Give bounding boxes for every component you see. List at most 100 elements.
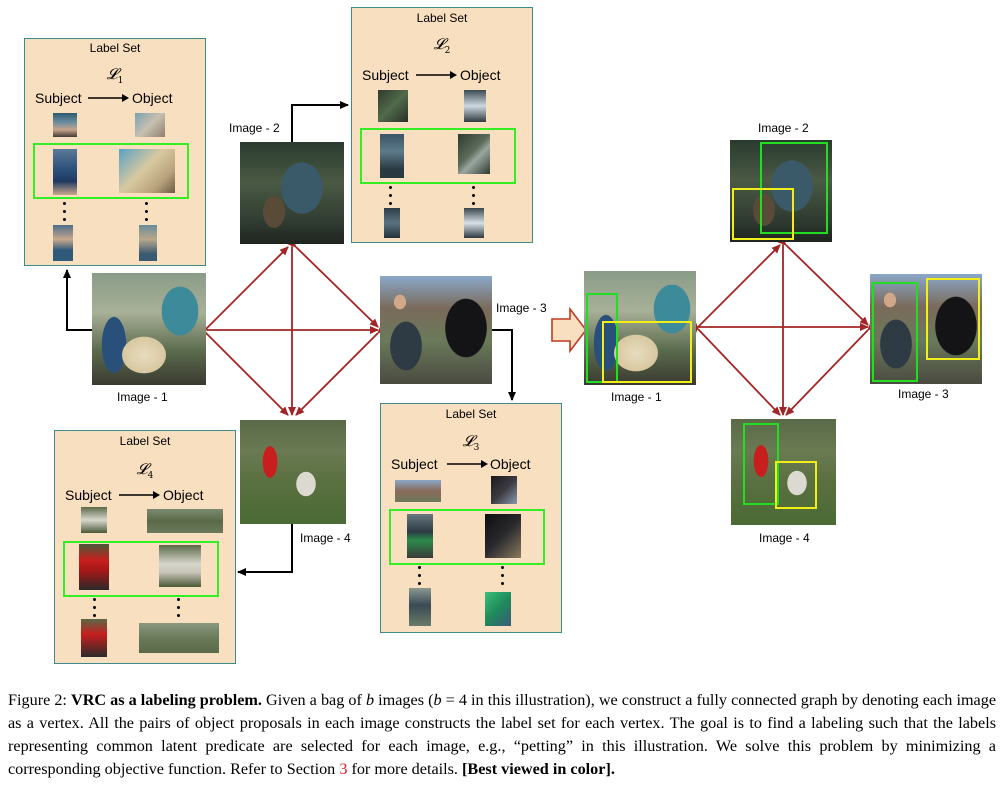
- selected-label-box: [389, 509, 545, 565]
- label-set-1: Label Set 𝓛1 Subject Object: [24, 38, 206, 266]
- subject-thumb: [380, 134, 404, 178]
- connector-image2-labelset2: [291, 101, 349, 143]
- object-bounding-box: [926, 278, 980, 360]
- image-label: Image - 4: [300, 531, 351, 545]
- figure-number: Figure 2:: [8, 691, 67, 709]
- figure-connectors: [63, 101, 877, 576]
- label-set-title: Label Set: [416, 11, 468, 25]
- edge-1-4: [196, 323, 289, 416]
- subject-thumb: [53, 149, 77, 195]
- subject-thumb: [407, 514, 433, 558]
- photo-image-2: [240, 142, 344, 244]
- caption-note: [Best viewed in color].: [462, 760, 615, 778]
- connector-image1-labelset1: [63, 269, 92, 331]
- image-label: Image - 4: [759, 531, 810, 545]
- label-set-symbol: 𝓛3: [462, 432, 480, 453]
- subject-heading: Subject: [65, 487, 112, 503]
- image-label: Image - 2: [229, 121, 280, 135]
- image-label: Image - 1: [117, 390, 168, 404]
- ellipsis-vertical: [177, 598, 180, 622]
- label-set-2: Label Set 𝓛2 Subject Object: [351, 7, 533, 243]
- caption-variable: b: [433, 691, 442, 709]
- object-thumb: [139, 225, 157, 261]
- object-thumb: [135, 113, 165, 137]
- subject-thumb: [378, 90, 408, 122]
- label-set-symbol: 𝓛1: [106, 65, 124, 86]
- caption-text: images (: [378, 691, 434, 709]
- object-bounding-box: [732, 188, 794, 240]
- right-graph-edges: [689, 236, 877, 416]
- subject-thumb: [53, 225, 73, 261]
- subject-thumb: [79, 544, 109, 590]
- ellipsis-vertical: [472, 186, 475, 210]
- ellipsis-vertical: [389, 186, 392, 210]
- label-set-4: Label Set 𝓛4 Subject Object: [54, 430, 236, 664]
- object-heading: Object: [490, 456, 531, 472]
- photo-image-1: [92, 273, 206, 385]
- caption-text: for more details.: [351, 760, 458, 778]
- object-thumb: [485, 592, 511, 626]
- arrow-icon: [416, 71, 457, 79]
- photo-result-image-4: [731, 419, 836, 525]
- object-thumb: [119, 149, 175, 193]
- object-thumb: [139, 623, 219, 653]
- object-thumb: [147, 509, 223, 533]
- label-set-title: Label Set: [445, 407, 497, 421]
- subject-heading: Subject: [362, 67, 409, 83]
- image-label: Image - 1: [611, 390, 662, 404]
- section-reference-link[interactable]: 3: [339, 760, 348, 778]
- object-bounding-box: [775, 461, 817, 509]
- subject-thumb: [81, 619, 107, 657]
- caption-variable: b: [365, 691, 375, 709]
- label-set-symbol: 𝓛2: [433, 35, 451, 56]
- ellipsis-vertical: [63, 202, 66, 226]
- subject-thumb: [81, 507, 107, 533]
- subject-bounding-box: [872, 282, 918, 382]
- process-arrow: [551, 306, 588, 354]
- photo-image-4: [240, 420, 346, 524]
- arrow-icon: [447, 460, 488, 468]
- photo-result-image-2: [730, 140, 832, 242]
- caption-text: = 4: [445, 691, 467, 709]
- subject-thumb: [53, 113, 77, 137]
- image-to-labelset-connectors: [63, 101, 516, 576]
- r-edge-3-4: [785, 321, 877, 416]
- subject-heading: Subject: [391, 456, 438, 472]
- photo-result-image-1: [584, 271, 696, 385]
- r-edge-1-2: [689, 244, 781, 336]
- ellipsis-vertical: [418, 566, 421, 590]
- ellipsis-vertical: [145, 202, 148, 226]
- selected-label-box: [360, 128, 516, 184]
- photo-result-image-3: [870, 274, 982, 384]
- label-set-symbol: 𝓛4: [136, 460, 154, 481]
- object-thumb: [159, 545, 201, 587]
- subject-thumb: [395, 480, 441, 502]
- object-heading: Object: [132, 90, 173, 106]
- subject-bounding-box: [743, 423, 779, 505]
- label-set-title: Label Set: [89, 41, 141, 55]
- edge-1-2: [196, 246, 289, 339]
- connector-image4-labelset4: [237, 520, 293, 576]
- object-heading: Object: [163, 487, 204, 503]
- photo-image-3: [380, 276, 492, 384]
- selected-label-box: [33, 143, 189, 199]
- object-bounding-box: [602, 321, 692, 383]
- caption-title: VRC as a labeling problem.: [71, 691, 262, 709]
- figure: Label Set 𝓛1 Subject Object Label Set 𝓛2…: [24, 7, 982, 664]
- arrow-icon: [119, 491, 160, 499]
- r-edge-1-4: [689, 320, 781, 416]
- object-thumb: [464, 208, 484, 238]
- selected-label-box: [63, 541, 219, 597]
- caption-text: in this illustration), we construct a fu…: [8, 691, 996, 778]
- edge-3-4: [295, 324, 387, 416]
- edge-2-3: [287, 238, 379, 328]
- ellipsis-vertical: [501, 566, 504, 590]
- r-edge-2-3: [777, 236, 869, 326]
- subject-heading: Subject: [35, 90, 82, 106]
- object-thumb: [485, 514, 521, 558]
- object-thumb: [458, 134, 490, 174]
- image-label: Image - 2: [758, 121, 809, 135]
- object-thumb: [464, 90, 486, 122]
- image-label: Image - 3: [496, 301, 547, 315]
- connector-image3-labelset3: [492, 329, 516, 401]
